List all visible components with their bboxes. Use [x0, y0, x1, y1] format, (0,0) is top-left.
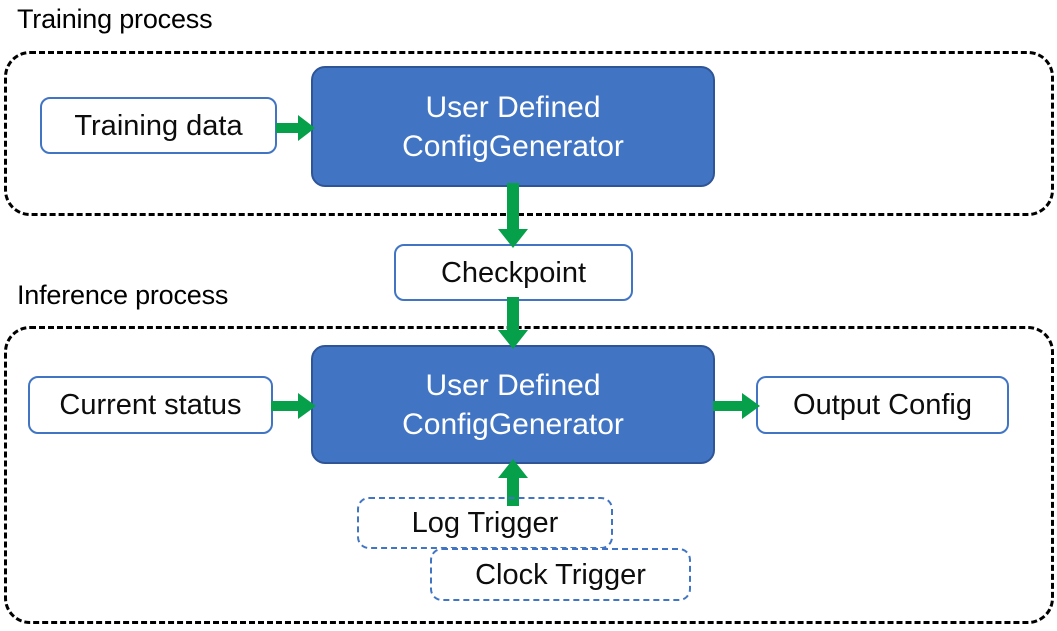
node-user-defined-config-generator-training[interactable]: User Defined ConfigGenerator: [311, 66, 715, 187]
node-output-config[interactable]: Output Config: [756, 376, 1009, 434]
node-checkpoint[interactable]: Checkpoint: [394, 244, 633, 301]
arrow-current-status-to-config-generator-icon: [271, 390, 317, 422]
node-log-trigger-label: Log Trigger: [411, 507, 559, 539]
node-user-defined-config-generator-inference[interactable]: User Defined ConfigGenerator: [311, 345, 715, 464]
arrow-triggers-to-config-generator-icon: [495, 459, 531, 506]
training-process-container: [4, 51, 1054, 216]
node-output-config-label: Output Config: [793, 389, 972, 421]
node-training-data[interactable]: Training data: [40, 97, 277, 154]
node-clock-trigger[interactable]: Clock Trigger: [430, 548, 691, 601]
arrow-checkpoint-to-config-generator-icon: [495, 297, 531, 350]
training-process-caption: Training process: [17, 4, 213, 34]
node-clock-trigger-label: Clock Trigger: [475, 558, 646, 591]
arrow-config-generator-to-output-config-icon: [713, 390, 761, 422]
node-proc-training-line2: ConfigGenerator: [402, 129, 624, 163]
node-current-status-label: Current status: [59, 389, 242, 421]
node-proc-inference-line2: ConfigGenerator: [402, 407, 624, 441]
inference-process-caption: Inference process: [17, 280, 229, 310]
inference-process-container: [4, 326, 1054, 624]
node-current-status[interactable]: Current status: [28, 376, 273, 434]
node-proc-training-line1: User Defined: [425, 90, 601, 124]
arrow-config-generator-to-checkpoint-icon: [495, 183, 531, 249]
node-log-trigger[interactable]: Log Trigger: [357, 497, 613, 549]
node-checkpoint-label: Checkpoint: [440, 256, 587, 289]
node-training-data-label: Training data: [74, 109, 243, 142]
arrow-training-data-to-config-generator-icon: [276, 112, 316, 144]
node-proc-inference-line1: User Defined: [425, 368, 601, 402]
